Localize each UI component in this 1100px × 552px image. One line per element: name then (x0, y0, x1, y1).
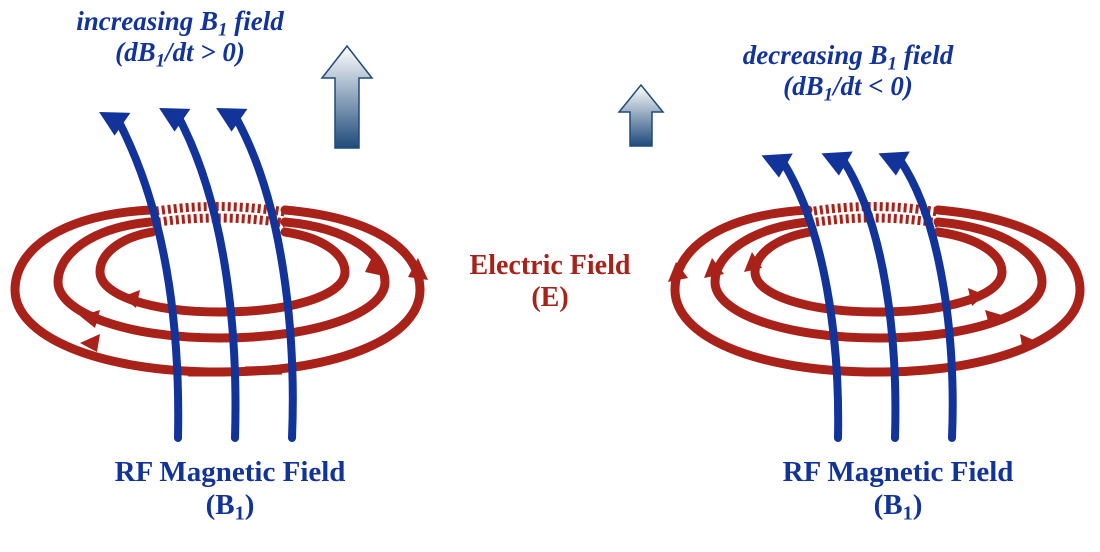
right-caption2-pre: (dB (783, 71, 824, 102)
left-bottom2-sub: 1 (234, 503, 245, 526)
left-b-arrowhead-2 (159, 107, 191, 132)
right-b-line-3 (896, 156, 957, 442)
left-caption1-pre: increasing B (76, 6, 219, 36)
right-bottom-line1: RF Magnetic Field (782, 456, 1014, 488)
right-magnetic-arrowheads (761, 151, 910, 178)
right-caption2-sub: 1 (823, 84, 834, 106)
left-b-line-3 (231, 112, 297, 442)
right-ring-arrowhead-2 (985, 310, 1005, 328)
right-caption-line1: decreasing B1 field (698, 40, 998, 75)
right-b-arrowhead-3 (878, 151, 910, 176)
right-b-arrowhead-2 (821, 151, 853, 176)
right-back-arc-2 (809, 213, 939, 228)
left-magnetic-lines (114, 112, 297, 442)
electric-field-label: Electric Field (E) (430, 250, 670, 314)
left-ring-arrowhead-2 (80, 310, 100, 328)
right-b-line-2 (839, 156, 900, 442)
left-bottom2-pre: (B (205, 489, 235, 522)
left-caption-line1: increasing B1 field (30, 6, 330, 41)
right-caption1-pre: decreasing B (742, 40, 888, 70)
left-b-arrowhead-1 (99, 111, 131, 136)
left-caption2-post: /dt > 0) (165, 37, 245, 68)
right-b1-direction-arrow-icon (617, 83, 665, 147)
right-caption-line2: (dB1/dt < 0) (698, 71, 998, 106)
left-ring-arrowhead-1 (80, 334, 100, 352)
right-bottom-line2: (B1) (748, 489, 1048, 526)
electric-field-line2: (E) (531, 282, 569, 314)
left-panel (10, 44, 428, 442)
left-bottom-line1: RF Magnetic Field (114, 456, 346, 488)
right-back-arc-1 (807, 202, 939, 217)
left-caption1-post: field (227, 6, 284, 36)
right-caption2-post: /dt < 0) (833, 71, 913, 102)
right-magnetic-lines (779, 156, 957, 442)
right-ring-arrowhead-4 (704, 258, 724, 278)
right-ring-arrowhead-1 (1020, 334, 1040, 352)
electric-field-line1: Electric Field (469, 250, 631, 281)
left-magnetic-arrowheads (99, 107, 248, 136)
right-rf-magnetic-field-label: RF Magnetic Field (B1) (748, 456, 1048, 526)
left-front-seg-2 (244, 365, 283, 376)
right-panel (617, 83, 1085, 442)
right-b-arrowhead-1 (761, 153, 793, 178)
right-ring-middle (710, 217, 1047, 343)
left-b-arrowhead-3 (216, 107, 248, 132)
left-bottom2-post: ) (244, 489, 255, 522)
left-back-arc-2 (151, 213, 286, 228)
right-top-caption: decreasing B1 field (dB1/dt < 0) (698, 40, 998, 106)
right-ring-outer (670, 205, 1085, 377)
left-ring-arrowhead-3 (408, 258, 428, 280)
right-bottom2-sub: 1 (902, 503, 913, 526)
right-caption1-sub: 1 (887, 53, 897, 75)
left-b-line-2 (174, 112, 240, 442)
right-ring-arrowheads (668, 252, 1040, 352)
right-ring-arrowhead-6 (968, 288, 985, 306)
left-rf-magnetic-field-label: RF Magnetic Field (B1) (80, 456, 380, 526)
left-top-caption: increasing B1 field (dB1/dt > 0) (30, 6, 330, 72)
left-b-line-1 (114, 116, 183, 442)
left-caption1-sub: 1 (218, 19, 228, 41)
left-caption-line2: (dB1/dt > 0) (30, 37, 330, 72)
right-caption1-post: field (896, 40, 954, 70)
left-bottom-line2: (B1) (80, 489, 380, 526)
left-ring-front-segments (188, 365, 283, 377)
right-bottom2-pre: (B (873, 489, 903, 522)
left-ring-inner (95, 227, 350, 317)
right-bottom2-post: ) (912, 489, 923, 522)
left-ring-arrowhead-4 (365, 253, 384, 276)
right-b-line-1 (779, 158, 843, 442)
right-ring-arrowhead-5 (744, 252, 762, 272)
right-ring-arrowhead-3 (668, 262, 688, 282)
left-ring-arrowhead-5 (122, 290, 140, 308)
left-ring-middle (53, 217, 390, 343)
left-caption2-sub: 1 (155, 50, 166, 72)
left-caption2-pre: (dB (115, 37, 156, 68)
left-ring-arrowheads (80, 253, 428, 352)
left-b1-direction-arrow-icon (320, 44, 374, 149)
